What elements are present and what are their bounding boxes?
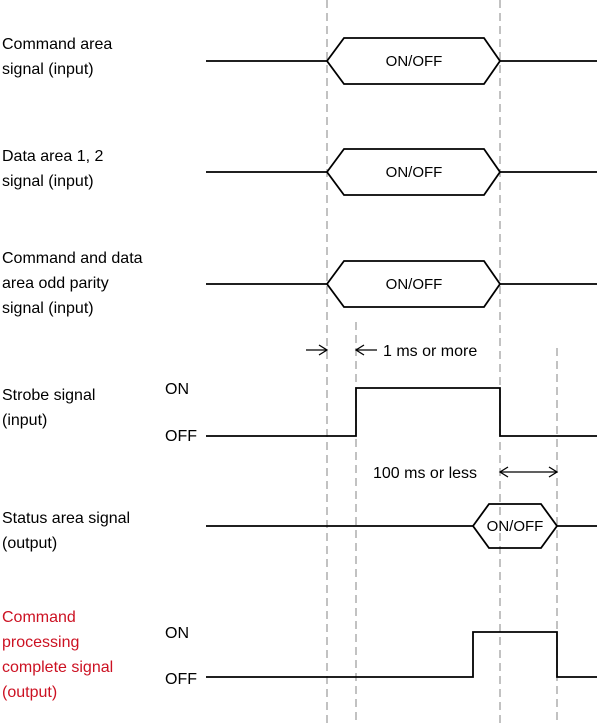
label-line: (input) bbox=[2, 412, 47, 429]
label-line: Command bbox=[2, 609, 76, 626]
on-off-text: ON/OFF bbox=[386, 53, 443, 70]
command-area-waveform: ON/OFF bbox=[206, 37, 597, 85]
odd-parity-waveform: ON/OFF bbox=[206, 260, 597, 308]
data-area-signal-label: Data area 1, 2 signal (input) bbox=[2, 148, 104, 190]
label-line: Command area bbox=[2, 36, 112, 53]
command-complete-waveform bbox=[206, 631, 597, 678]
off-level-label: OFF bbox=[165, 428, 197, 445]
label-line: Data area 1, 2 bbox=[2, 148, 104, 165]
label-line: Status area signal bbox=[2, 510, 130, 527]
response-time-annotation: 100 ms or less bbox=[373, 465, 559, 482]
odd-parity-signal-label: Command and data area odd parity signal … bbox=[2, 250, 143, 317]
strobe-delay-text: 1 ms or more bbox=[383, 343, 477, 360]
command-complete-signal-label: Command processing complete signal (outp… bbox=[2, 609, 197, 701]
strobe-signal-label: Strobe signal (input) ON OFF bbox=[2, 381, 197, 445]
status-area-signal-label: Status area signal (output) bbox=[2, 510, 130, 552]
arrow-head-right bbox=[548, 466, 559, 478]
label-line: signal (input) bbox=[2, 300, 94, 317]
arrow-head-left bbox=[354, 344, 365, 356]
on-level-label: ON bbox=[165, 625, 189, 642]
arrow-head-right bbox=[318, 344, 329, 356]
label-line: Strobe signal bbox=[2, 387, 95, 404]
label-line: complete signal bbox=[2, 659, 113, 676]
on-off-text: ON/OFF bbox=[386, 276, 443, 293]
arrow-head-left bbox=[498, 466, 509, 478]
status-area-waveform: ON/OFF bbox=[206, 503, 597, 549]
label-line: (output) bbox=[2, 535, 57, 552]
on-off-text: ON/OFF bbox=[487, 518, 544, 535]
response-time-text: 100 ms or less bbox=[373, 465, 477, 482]
strobe-delay-annotation: 1 ms or more bbox=[306, 343, 477, 360]
label-line: signal (input) bbox=[2, 173, 94, 190]
strobe-waveform bbox=[206, 387, 597, 437]
on-level-label: ON bbox=[165, 381, 189, 398]
on-off-text: ON/OFF bbox=[386, 164, 443, 181]
command-area-signal-label: Command area signal (input) bbox=[2, 36, 112, 78]
label-line: (output) bbox=[2, 684, 57, 701]
label-line: signal (input) bbox=[2, 61, 94, 78]
off-level-label: OFF bbox=[165, 671, 197, 688]
label-line: Command and data bbox=[2, 250, 143, 267]
label-line: processing bbox=[2, 634, 79, 651]
data-area-waveform: ON/OFF bbox=[206, 148, 597, 196]
label-line: area odd parity bbox=[2, 275, 109, 292]
